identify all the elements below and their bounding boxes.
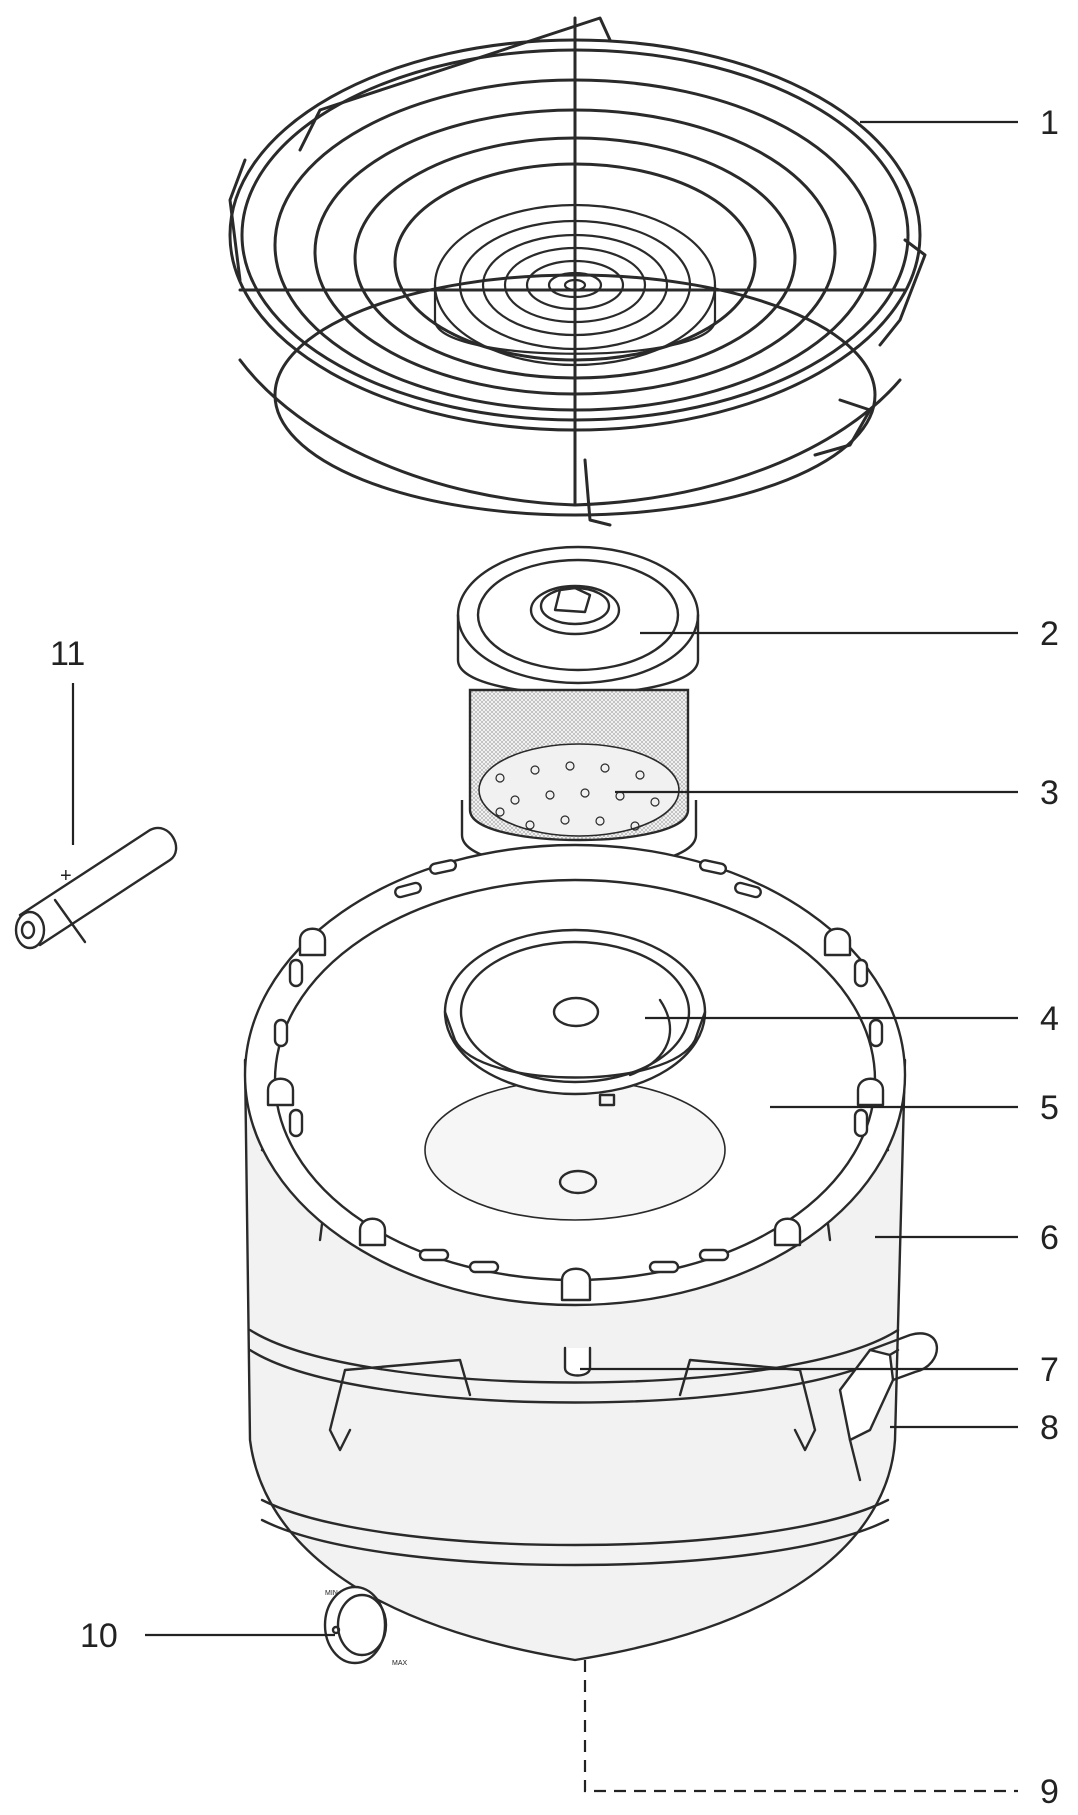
callout-8: 8 (1040, 1409, 1059, 1447)
callout-5: 5 (1040, 1089, 1059, 1127)
wire-rack (228, 16, 927, 527)
callout-3: 3 (1040, 774, 1059, 812)
knob-max-label: MAX (392, 1660, 408, 1667)
callout-1: 1 (1040, 104, 1059, 142)
body-pin (563, 1346, 592, 1377)
leader-line-9 (583, 1660, 1018, 1793)
control-knob: MIN MAX (323, 1585, 408, 1667)
rack-center-disc (433, 203, 717, 367)
latch-clip (838, 1332, 939, 1482)
callout-11: 11 (50, 635, 85, 673)
mesh-filter (460, 688, 698, 870)
callout-6: 6 (1040, 1219, 1059, 1257)
callout-4: 4 (1040, 1000, 1059, 1038)
center-tray (443, 928, 707, 1107)
callout-2: 2 (1040, 615, 1059, 653)
battery: + (14, 826, 178, 950)
callout-7: 7 (1040, 1351, 1059, 1389)
callout-9: 9 (1040, 1773, 1059, 1811)
callout-10: 10 (80, 1617, 118, 1655)
filter-cap (456, 545, 700, 695)
battery-plus-sign: + (60, 865, 72, 887)
knob-min-label: MIN (325, 1590, 338, 1597)
